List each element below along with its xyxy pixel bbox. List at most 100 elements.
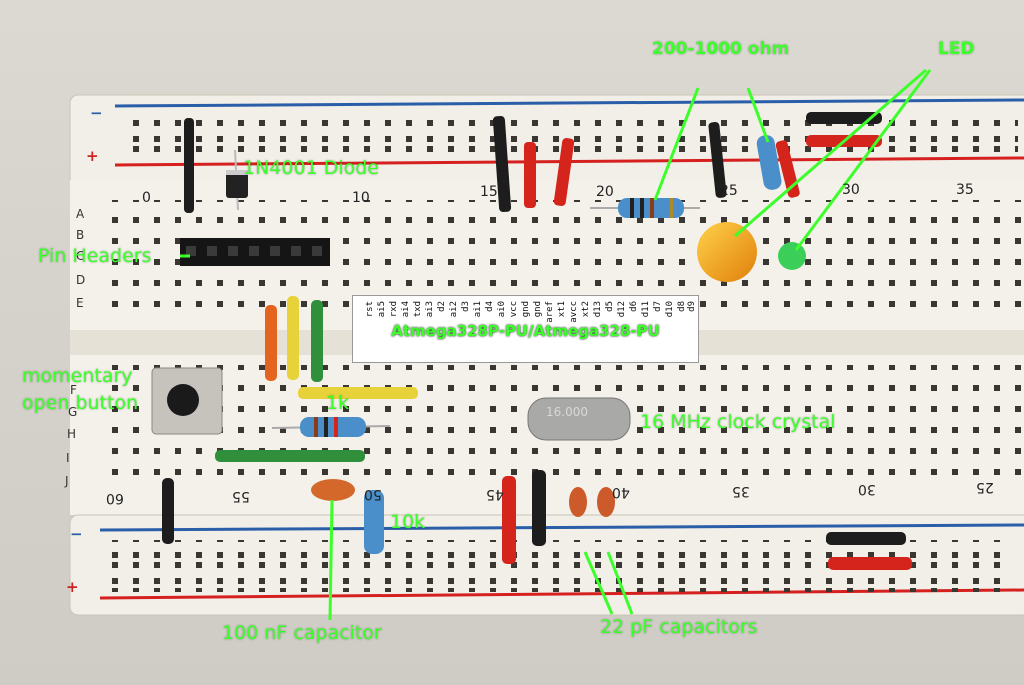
chip-pin-label: ai4 (401, 301, 411, 318)
chip-pin-label: d10 (665, 301, 675, 318)
black-jumper-wire (162, 478, 174, 544)
diode-body (226, 170, 248, 198)
capacitor-22pf (569, 487, 587, 517)
chip-pin-label: ai2 (449, 301, 459, 318)
chip-pin-label: d6 (629, 301, 639, 312)
yellow-jumper-wire (287, 296, 299, 380)
chip-pin-label: d8 (677, 301, 687, 312)
chip-pin-label: xt1 (557, 301, 567, 318)
chip-pin-label: rst (365, 301, 375, 318)
chip-pin-label: d5 (605, 301, 615, 312)
green-jumper-wire (311, 300, 323, 382)
column-number: 10 (352, 190, 370, 206)
crystal (527, 397, 631, 441)
chip-pin-label: d9 (687, 301, 697, 312)
chip-pin-label: txd (413, 301, 423, 318)
chip-pin-label: rxd (389, 301, 399, 318)
pin-headers-annotation: Pin Headers (38, 245, 152, 267)
crystal-annotation: 16 MHz clock crystal (640, 411, 836, 433)
capacitors-22pf-annotation: 22 pF capacitors (600, 616, 758, 638)
chip-pin-label: ai1 (473, 301, 483, 318)
chip-pin-label: gnd (533, 301, 543, 318)
chip-pin-label: d3 (461, 301, 471, 312)
callout-lines (180, 68, 932, 621)
chip-pin-label: ai5 (377, 301, 387, 318)
column-number: 55 (232, 488, 250, 504)
red-jumper-wire (553, 138, 575, 206)
rail-minus-bottom: − (70, 525, 83, 543)
top-blue-rail-line (114, 98, 1024, 108)
black-jumper-wire (184, 118, 194, 213)
column-number: 50 (364, 486, 382, 502)
chip-pin-label: d11 (641, 301, 651, 318)
black-jumper-wire (492, 115, 512, 213)
column-number: 15 (480, 184, 498, 200)
diode-annotation: 1N4001 Diode (243, 157, 379, 179)
resistor-1k (300, 417, 366, 437)
button-cap (167, 384, 199, 416)
diode-band (226, 170, 248, 175)
bottom-blue-rail-line (99, 523, 1024, 532)
green-jumper-wire (215, 450, 365, 462)
row-letter: J (65, 474, 69, 488)
crystal-marking: 16.000 (546, 405, 588, 419)
led-annotation: LED (938, 39, 975, 59)
column-number: 20 (596, 184, 614, 200)
chip-pin-label: ai3 (425, 301, 435, 318)
chip-pin-label: ai0 (497, 301, 507, 318)
row-letter: C (76, 249, 85, 263)
capacitor-100nf-annotation: 100 nF capacitor (222, 622, 382, 644)
resistor-led (756, 135, 782, 190)
black-jumper-wire (826, 532, 906, 545)
row-letter: B (76, 228, 85, 242)
chip-annotation: Atmega328P-PU/Atmega328-PU (391, 322, 660, 340)
column-number: 25 (976, 479, 994, 495)
chip-pin-label: gnd (521, 301, 531, 318)
row-letter: A (76, 207, 85, 221)
orange-jumper-wire (265, 305, 277, 381)
row-letter: F (70, 383, 77, 397)
red-jumper-wire (828, 557, 912, 570)
orange-led (697, 222, 757, 282)
row-letter: D (76, 273, 86, 287)
resistor-1k-annotation: 1k (326, 392, 350, 414)
resistor-10k-annotation: 10k (390, 511, 426, 533)
black-jumper-wire (806, 112, 882, 124)
column-number: 30 (858, 481, 876, 497)
chip-pin-label: xt2 (581, 301, 591, 318)
chip-pin-label: d2 (437, 301, 447, 312)
column-number: 35 (956, 182, 974, 198)
atmega-chip: rst ai5 rxd ai4 txd ai3 d2 ai2 d3 ai1 d4… (352, 295, 699, 363)
black-jumper-wire (532, 470, 546, 546)
chip-pin-label: d7 (653, 301, 663, 312)
button-annotation-line1: momentary (22, 365, 133, 387)
row-letter: I (66, 451, 70, 465)
column-number: 60 (106, 490, 124, 506)
column-number: 45 (486, 486, 504, 502)
chip-pin-label: d12 (617, 301, 627, 318)
capacitor-100nf (311, 479, 355, 501)
row-letter: G (68, 405, 78, 419)
yellow-jumper-wire (298, 387, 418, 399)
column-number: 25 (720, 183, 738, 199)
resistor-10k (364, 490, 384, 554)
column-number: 35 (732, 483, 750, 499)
capacitor-22pf (597, 487, 615, 517)
chip-pin-label: avcc (569, 301, 579, 323)
chip-pin-label: aref (545, 301, 555, 323)
column-number: 30 (842, 182, 860, 198)
chip-pin-label: vcc (509, 301, 519, 318)
black-jumper-wire (708, 121, 727, 198)
rail-minus-top: − (90, 104, 103, 122)
red-jumper-wire (524, 142, 536, 208)
resistor-range-annotation: 200-1000 ohm (652, 39, 790, 59)
chip-pin-label: d4 (485, 301, 495, 312)
rail-plus-bottom: + (66, 578, 79, 596)
column-number: 0 (142, 190, 151, 206)
red-jumper-wire (502, 476, 516, 564)
row-letter: E (76, 296, 84, 310)
button-annotation-line2: open button (22, 392, 139, 414)
column-number: 40 (612, 484, 630, 500)
